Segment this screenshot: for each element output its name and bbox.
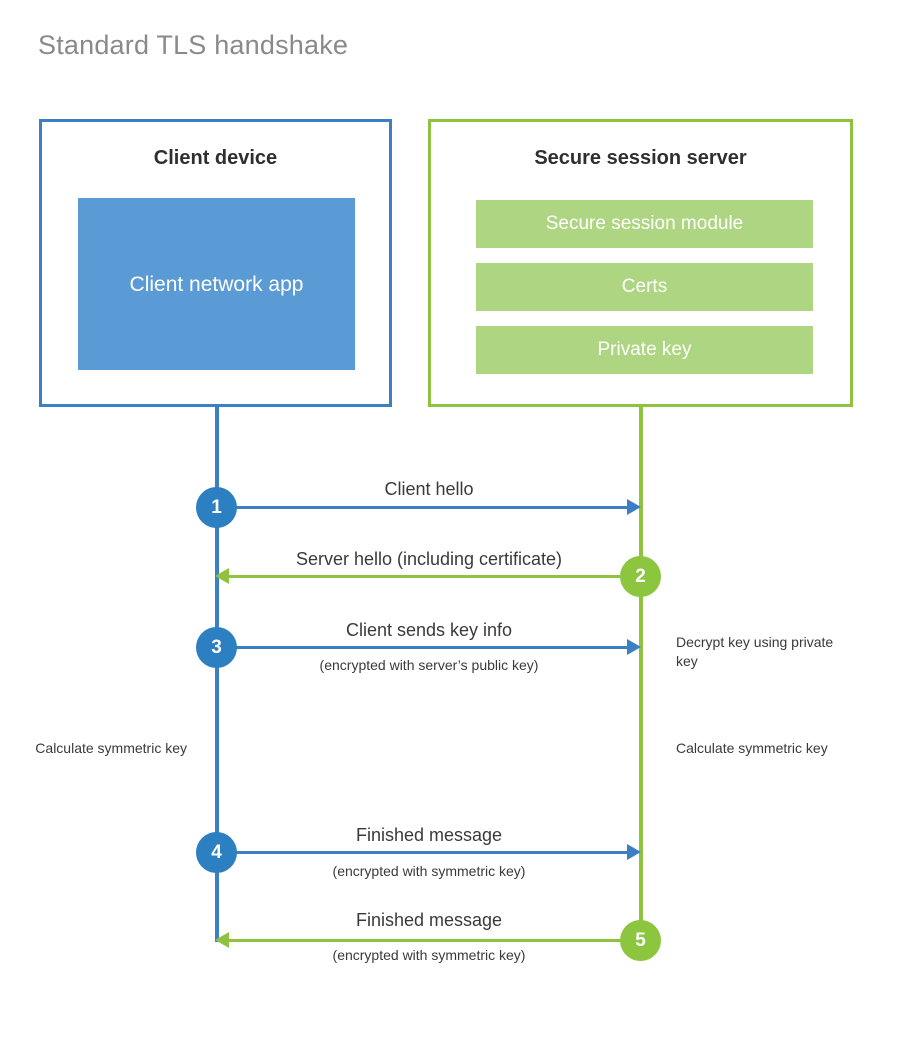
- step-1-label: Client hello: [384, 479, 474, 499]
- step-2-label: Server hello (including certificate): [295, 549, 563, 569]
- step-3-sublabel: (encrypted with server’s public key): [319, 657, 539, 673]
- step-4-label: Finished message: [355, 825, 503, 845]
- step-4-arrow-head-icon: [627, 844, 641, 860]
- note-decrypt-key: Decrypt key using private key: [676, 634, 834, 669]
- client-lifeline: [215, 404, 219, 942]
- step-2-arrow-head-icon: [215, 568, 229, 584]
- client-network-app-block: Client network app: [78, 198, 355, 370]
- step-5-marker: 5: [620, 920, 661, 961]
- server-lifeline: [639, 404, 643, 942]
- step-3-arrow-line: [217, 646, 631, 649]
- step-5-arrow-head-icon: [215, 932, 229, 948]
- step-1-arrow-line: [217, 506, 631, 509]
- note-calculate-symmetric-key-client: Calculate symmetric key: [35, 740, 187, 756]
- step-3-arrow-head-icon: [627, 639, 641, 655]
- server-component-certs: Certs: [476, 263, 813, 311]
- step-1-arrow-head-icon: [627, 499, 641, 515]
- server-component-private-key: Private key: [476, 326, 813, 374]
- step-4-sublabel: (encrypted with symmetric key): [332, 863, 526, 879]
- step-2-marker: 2: [620, 556, 661, 597]
- step-3-marker: 3: [196, 627, 237, 668]
- step-5-label: Finished message: [355, 910, 503, 930]
- server-component-secure-session-module: Secure session module: [476, 200, 813, 248]
- note-calculate-symmetric-key-server: Calculate symmetric key: [676, 740, 828, 756]
- step-5-arrow-line: [224, 939, 641, 942]
- step-4-arrow-line: [217, 851, 631, 854]
- client-device-title: Client device: [153, 147, 278, 169]
- step-4-marker: 4: [196, 832, 237, 873]
- client-network-app-label: Client network app: [129, 272, 304, 296]
- secure-session-server-box: Secure session server Secure session mod…: [428, 119, 853, 407]
- step-2-arrow-line: [224, 575, 641, 578]
- step-1-marker: 1: [196, 487, 237, 528]
- step-5-sublabel: (encrypted with symmetric key): [332, 947, 526, 963]
- step-3-label: Client sends key info: [345, 620, 513, 640]
- client-device-box: Client device Client network app: [39, 119, 392, 407]
- page-title: Standard TLS handshake: [38, 30, 349, 60]
- secure-session-server-title: Secure session server: [534, 147, 747, 169]
